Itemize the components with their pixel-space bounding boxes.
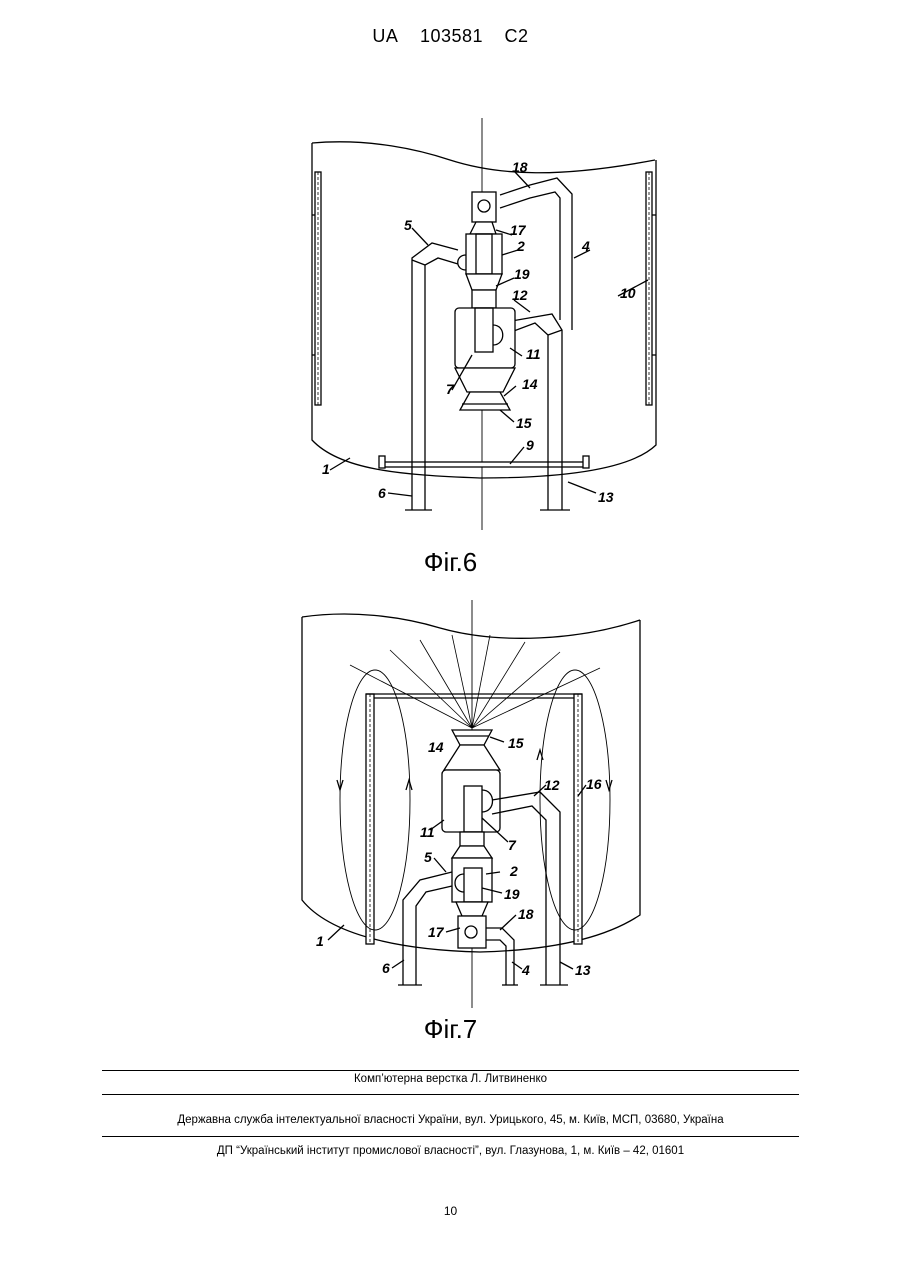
vessel-top-wave xyxy=(312,142,655,173)
fig7-label-4: 4 xyxy=(521,962,530,978)
fig7-label-13: 13 xyxy=(575,962,591,978)
block-17 xyxy=(472,192,496,222)
fig6-label-4: 4 xyxy=(581,238,590,254)
vessel-top-wave xyxy=(302,614,640,638)
fig7-label-11: 11 xyxy=(420,824,435,840)
page-number: 10 xyxy=(0,1204,901,1218)
fig7-label-7: 7 xyxy=(508,837,517,853)
block-17 xyxy=(458,916,486,948)
fig6-label-5: 5 xyxy=(404,217,412,233)
fig6-label-19: 19 xyxy=(514,266,530,282)
footer-rule-1 xyxy=(102,1070,799,1071)
fig7-label-5: 5 xyxy=(424,849,432,865)
figure-6-caption: Фіг.6 xyxy=(0,547,901,578)
patent-header: UA 103581 C2 xyxy=(0,26,901,47)
fig6-label-13: 13 xyxy=(598,489,614,505)
fig7-label-18: 18 xyxy=(518,906,534,922)
nozzle-14 xyxy=(452,730,492,745)
country-code: UA xyxy=(372,26,398,46)
footer-rule-2 xyxy=(102,1094,799,1095)
fig6-label-10: 10 xyxy=(620,285,636,301)
fig7-label-19: 19 xyxy=(504,886,520,902)
pipe-6 xyxy=(412,243,458,510)
block-11 xyxy=(442,770,500,832)
typesetter-credit: Комп’ютерна верстка Л. Литвиненко xyxy=(0,1073,901,1085)
fig6-label-11: 11 xyxy=(526,346,541,362)
fig7-label-2: 2 xyxy=(509,863,518,879)
nozzle-14 xyxy=(460,392,510,410)
figure-7-drawing: 14 15 12 16 11 7 5 2 19 18 1 17 6 4 13 xyxy=(0,598,901,1018)
fig6-label-15: 15 xyxy=(516,415,532,431)
fig6-label-14: 14 xyxy=(522,376,538,392)
footer-rule-3 xyxy=(102,1136,799,1137)
spray-lines xyxy=(350,635,600,728)
block-11 xyxy=(455,308,515,368)
agency-address: Державна служба інтелектуальної власност… xyxy=(0,1114,901,1126)
publisher-address: ДП “Український інститут промислової вла… xyxy=(0,1145,901,1157)
flow-loop-left xyxy=(340,670,410,930)
fig7-label-12: 12 xyxy=(544,777,560,793)
fig7-label-6: 6 xyxy=(382,960,390,976)
fig7-label-14: 14 xyxy=(428,739,444,755)
fig7-label-16: 16 xyxy=(586,776,602,792)
figure-7-caption: Фіг.7 xyxy=(0,1014,901,1045)
fig7-label-15: 15 xyxy=(508,735,524,751)
plate-9 xyxy=(383,462,586,467)
fig6-label-18: 18 xyxy=(512,159,528,175)
fig7-label-1: 1 xyxy=(316,933,324,949)
fig7-label-17: 17 xyxy=(428,924,445,940)
fig6-label-9: 9 xyxy=(526,437,534,453)
fig6-label-6: 6 xyxy=(378,485,386,501)
kind-code: C2 xyxy=(505,26,529,46)
pipe-18-4 xyxy=(486,928,514,985)
figure-6-drawing: 18 5 17 2 4 19 12 10 11 7 14 15 9 1 6 13 xyxy=(0,110,901,530)
block-2 xyxy=(466,234,502,274)
pipe-4-18 xyxy=(500,178,572,330)
fig6-label-12: 12 xyxy=(512,287,528,303)
fig6-label-17: 17 xyxy=(510,222,527,238)
patent-number: 103581 xyxy=(420,26,483,46)
fig6-label-2: 2 xyxy=(516,238,525,254)
fig6-label-7: 7 xyxy=(446,381,455,397)
block-2 xyxy=(452,858,492,902)
fig6-label-1: 1 xyxy=(322,461,330,477)
